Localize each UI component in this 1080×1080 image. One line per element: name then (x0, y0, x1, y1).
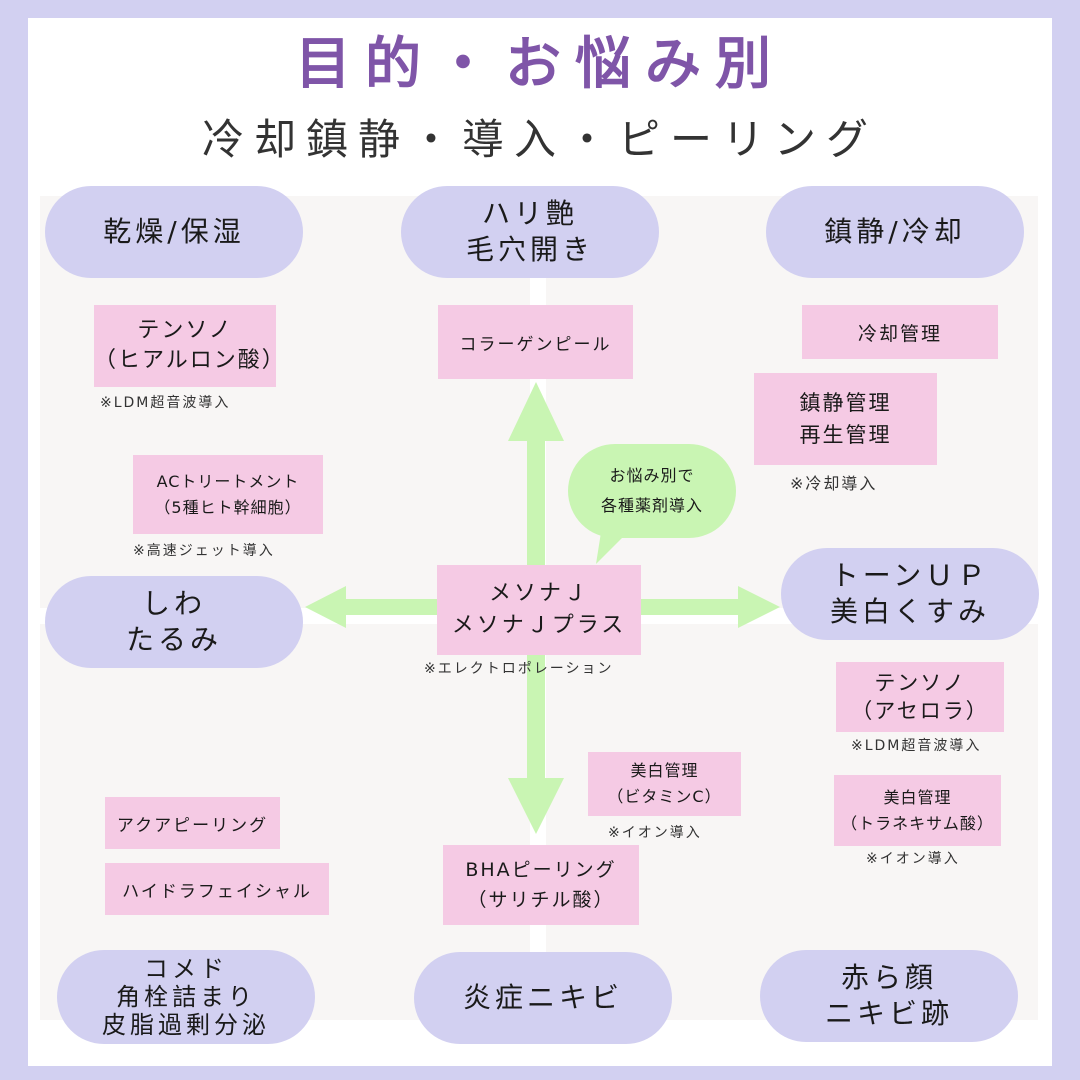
arrow-down (508, 654, 564, 834)
center-device-box: メソナＪ メソナＪプラス (437, 565, 641, 655)
concern-dry: 乾燥/保湿 (45, 186, 303, 278)
concern-acne: 炎症ニキビ (414, 952, 672, 1044)
treatment-soothing-care-note: ※冷却導入 (790, 474, 878, 493)
treatment-whitening-tranexamic: 美白管理 （トラネキサム酸） (834, 775, 1001, 846)
concern-wrinkles: しわ たるみ (45, 576, 303, 668)
treatment-hydrafacial: ハイドラフェイシャル (105, 863, 329, 915)
concern-redness: 赤ら顔 ニキビ跡 (760, 950, 1018, 1042)
treatment-bha-peeling: BHAピーリング （サリチル酸） (443, 845, 639, 925)
treatment-cooling-care: 冷却管理 (802, 305, 998, 359)
treatment-whitening-vitc: 美白管理 （ビタミンC） (588, 752, 741, 816)
arrow-right (640, 586, 780, 628)
page-subtitle: 冷却鎮静・導入・ピーリング (201, 115, 878, 164)
treatment-whitening-vitc-note: ※イオン導入 (608, 825, 702, 841)
treatment-ac-treatment-note: ※高速ジェット導入 (133, 543, 275, 559)
concern-tone: トーンＵＰ 美白くすみ (781, 548, 1039, 640)
treatment-ac-treatment: ACトリートメント （5種ヒト幹細胞） (133, 455, 323, 534)
speech-bubble: お悩み別で 各種薬剤導入 (568, 444, 736, 538)
arrow-up (508, 382, 564, 566)
concern-firmness: ハリ艶 毛穴開き (401, 186, 659, 278)
treatment-soothing-care: 鎮静管理 再生管理 (754, 373, 937, 465)
treatment-tensono-acerola: テンソノ （アセロラ） (836, 662, 1004, 732)
treatment-aqua-peeling: アクアピーリング (105, 797, 280, 849)
treatment-whitening-tranexamic-note: ※イオン導入 (866, 851, 960, 867)
arrow-left (305, 586, 440, 628)
center-note: ※エレクトロポレーション (424, 661, 614, 677)
treatment-tensono-acerola-note: ※LDM超音波導入 (851, 738, 982, 754)
treatment-tensono-hyaluronic: テンソノ （ヒアルロン酸） (94, 305, 284, 387)
page-title: 目的・お悩み別 (295, 32, 785, 97)
concern-comedone: コメド 角栓詰まり 皮脂過剰分泌 (57, 950, 315, 1044)
concern-soothing: 鎮静/冷却 (766, 186, 1024, 278)
treatment-tensono-hyaluronic-note: ※LDM超音波導入 (100, 395, 231, 411)
treatment-collagen-peel: コラーゲンピール (438, 305, 633, 379)
